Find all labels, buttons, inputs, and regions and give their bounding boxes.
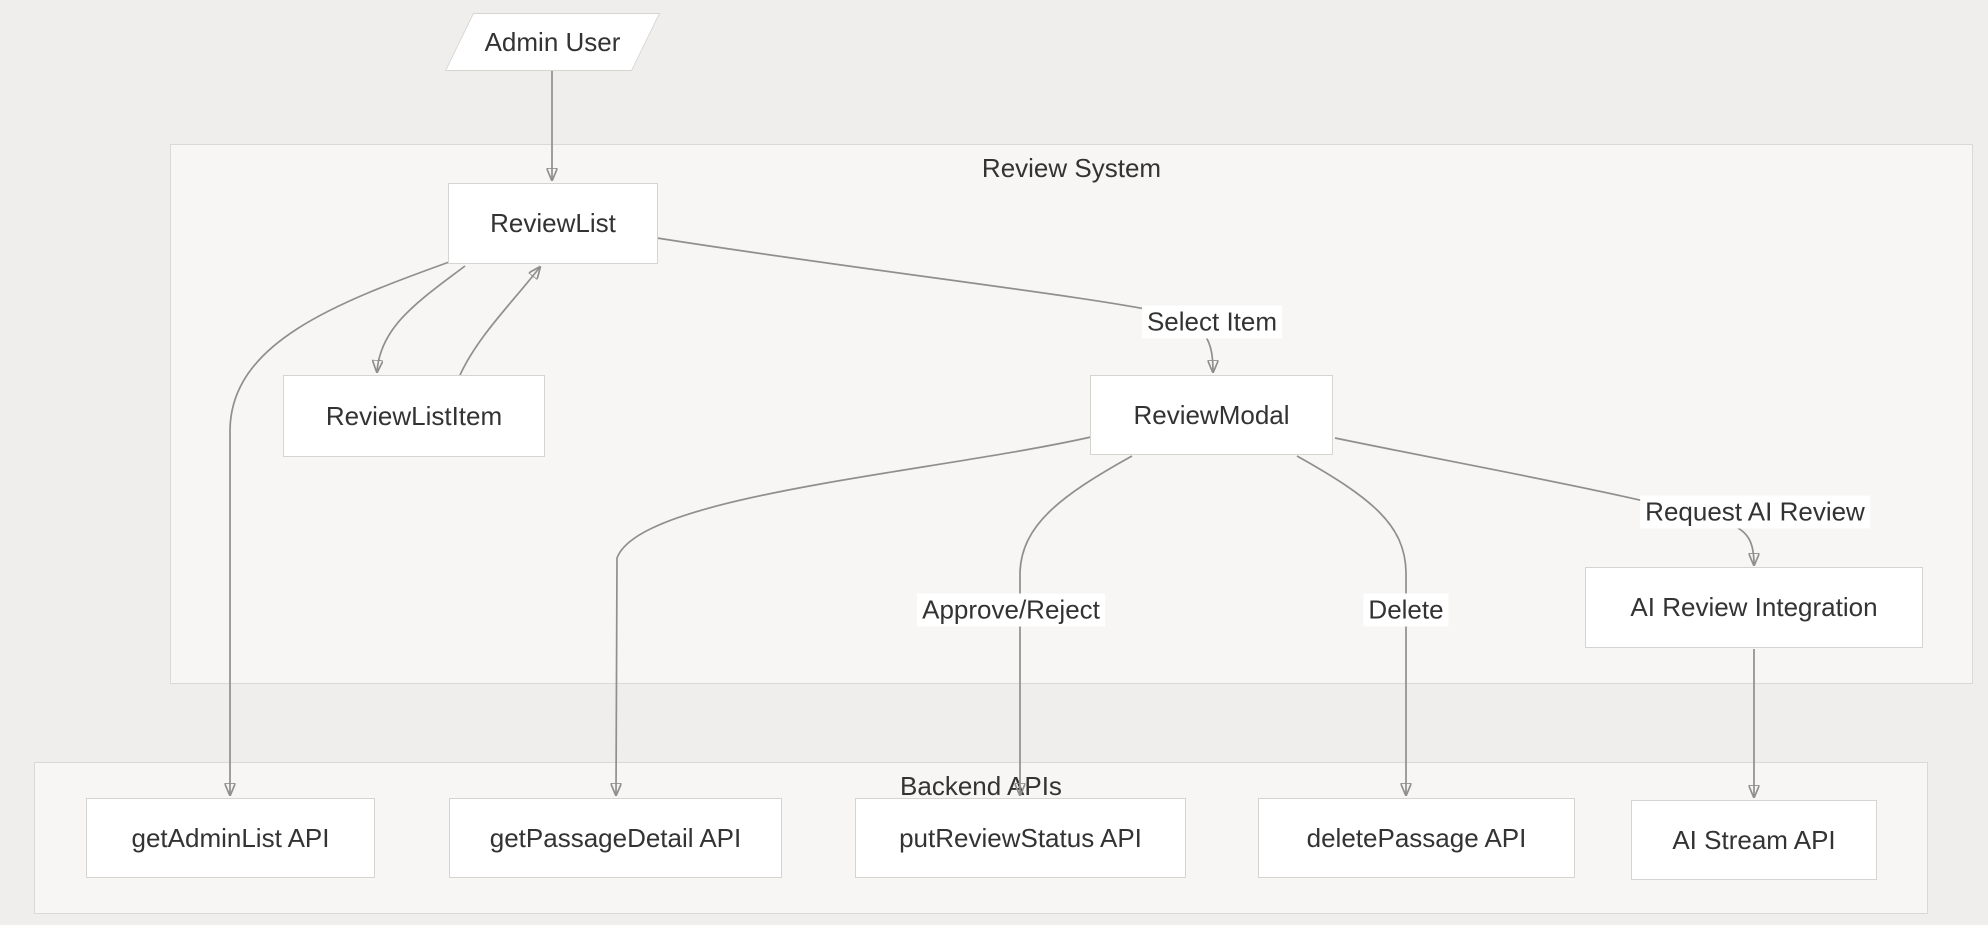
node-get-admin-list-api-label: getAdminList API <box>131 822 330 853</box>
edge-label-approve-reject: Approve/Reject <box>917 593 1105 627</box>
node-ai-stream-api-label: AI Stream API <box>1672 824 1836 855</box>
edge-review-list-to-review-list-item <box>377 265 466 372</box>
edge-review-modal-to-get-passage-detail-api <box>616 436 1092 795</box>
edge-review-list-item-to-review-list <box>459 267 540 376</box>
edge-label-select-item: Select Item <box>1141 305 1283 339</box>
node-put-review-status-api-label: putReviewStatus API <box>899 822 1142 853</box>
node-delete-passage-api: deletePassage API <box>1258 798 1575 878</box>
edge-label-delete: Delete <box>1363 593 1449 627</box>
cluster-backend-apis-label: Backend APIs <box>900 771 1062 801</box>
node-review-modal: ReviewModal <box>1090 375 1333 455</box>
node-review-modal-label: ReviewModal <box>1133 399 1290 430</box>
node-admin-user: Admin User <box>444 13 661 71</box>
node-get-passage-detail-api-label: getPassageDetail API <box>489 822 742 853</box>
node-admin-user-label: Admin User <box>484 26 621 57</box>
edge-review-modal-to-put-review-status-api <box>1020 455 1133 795</box>
edge-label-request-ai-review: Request AI Review <box>1640 495 1870 529</box>
node-ai-review-integration-label: AI Review Integration <box>1630 592 1878 622</box>
node-get-admin-list-api: getAdminList API <box>86 798 375 878</box>
cluster-review-system-label: Review System <box>981 153 1162 183</box>
node-review-list: ReviewList <box>448 183 658 264</box>
node-get-passage-detail-api: getPassageDetail API <box>449 798 782 878</box>
node-review-list-item-label: ReviewListItem <box>325 400 503 431</box>
node-review-list-item: ReviewListItem <box>283 375 545 457</box>
node-review-list-label: ReviewList <box>490 208 616 238</box>
node-put-review-status-api: putReviewStatus API <box>855 798 1186 878</box>
node-ai-stream-api: AI Stream API <box>1631 800 1877 880</box>
node-delete-passage-api-label: deletePassage API <box>1306 822 1527 853</box>
edge-review-list-to-get-admin-list-api <box>230 260 453 795</box>
edge-review-modal-to-delete-passage-api <box>1296 455 1406 795</box>
node-ai-review-integration: AI Review Integration <box>1585 567 1923 648</box>
edge-review-list-to-review-modal <box>656 237 1213 372</box>
